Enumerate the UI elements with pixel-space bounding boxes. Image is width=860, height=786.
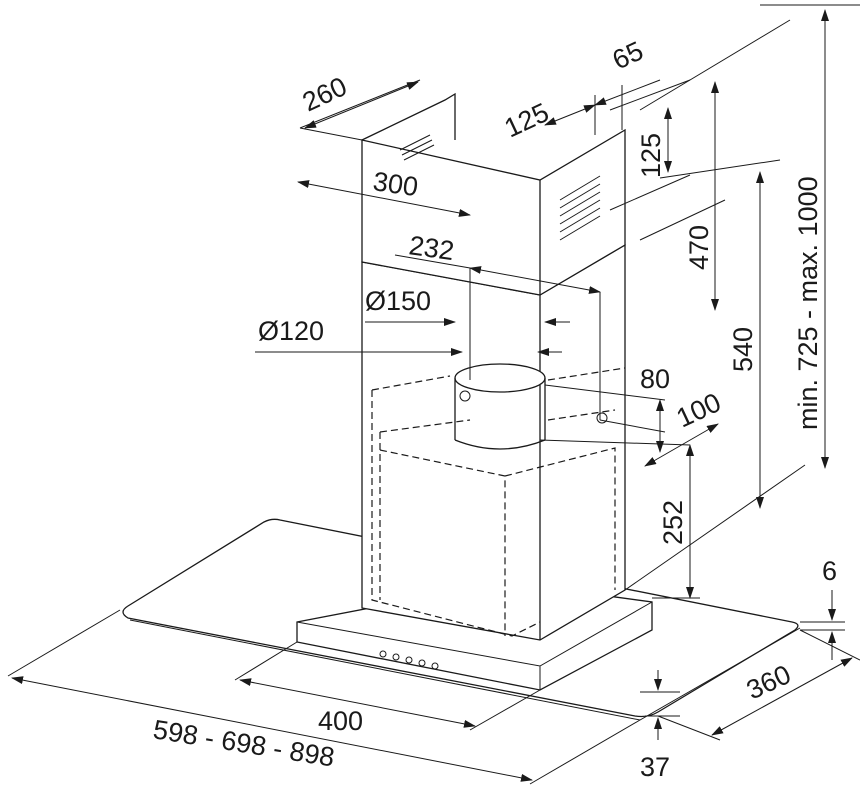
label-125-offset: 125 (500, 97, 554, 143)
upper-chimney (361, 92, 626, 296)
label-65: 65 (608, 36, 648, 76)
label-d120: Ø120 (258, 316, 324, 346)
label-232: 232 (407, 230, 456, 266)
label-125-height: 125 (636, 133, 666, 178)
label-470: 470 (684, 225, 714, 270)
upper-vent-grille (399, 134, 601, 241)
label-total-height: min. 725 - max. 1000 (793, 176, 823, 430)
label-360: 360 (742, 659, 796, 705)
label-6: 6 (822, 556, 837, 586)
duct-outlet (454, 363, 608, 450)
label-400: 400 (318, 706, 363, 736)
dimension-lines (7, 4, 860, 785)
label-d150: Ø150 (365, 286, 431, 316)
label-540: 540 (728, 327, 758, 372)
label-300: 300 (371, 166, 420, 202)
label-37: 37 (640, 752, 670, 782)
label-252: 252 (658, 500, 688, 545)
label-100: 100 (672, 387, 726, 433)
control-buttons (379, 650, 439, 670)
label-80: 80 (640, 364, 670, 394)
